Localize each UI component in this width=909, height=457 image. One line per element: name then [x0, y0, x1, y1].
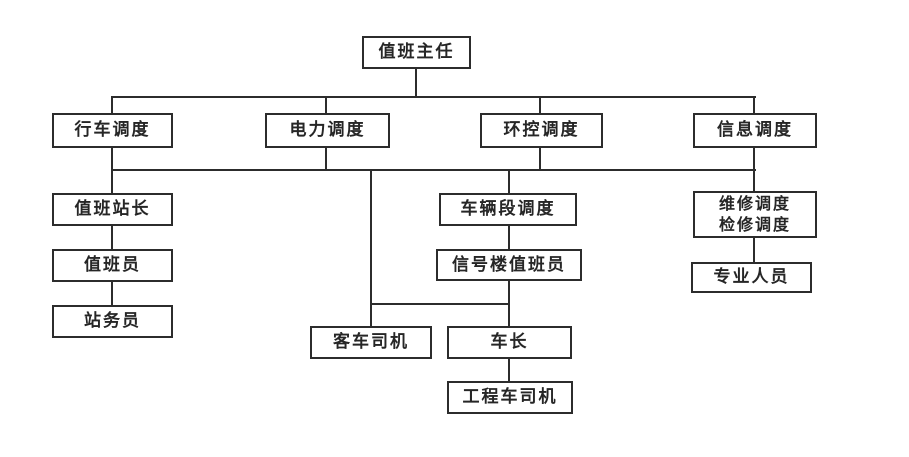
connector-drop-train-dispatch [111, 96, 113, 114]
node-engineering-train-driver: 工程车司机 [447, 381, 573, 414]
node-duty-director: 值班主任 [362, 36, 471, 69]
connector-train-to-stationmaster [111, 146, 113, 195]
connector-dutyofficer-to-attendant [111, 280, 113, 307]
node-info-dispatch: 信息调度 [693, 113, 817, 148]
connector-bus-to-passengerdriver [370, 303, 372, 328]
node-station-attendant: 站务员 [52, 305, 173, 338]
node-train-captain: 车长 [447, 326, 572, 359]
connector-drop-power-dispatch [325, 96, 327, 114]
connector-info-to-maint [753, 146, 755, 193]
node-signal-tower-duty: 信号楼值班员 [436, 249, 582, 281]
node-duty-stationmaster: 值班站长 [52, 193, 173, 226]
connector-bus-long-drop [370, 169, 372, 305]
node-train-dispatch: 行车调度 [52, 113, 173, 148]
connector-depot-to-signaltower [508, 224, 510, 251]
node-depot-dispatch: 车辆段调度 [439, 193, 577, 226]
node-envcontrol-dispatch: 环控调度 [480, 113, 603, 148]
connector-top-bus [112, 96, 756, 98]
connector-power-to-bus [325, 146, 327, 171]
node-duty-officer: 值班员 [52, 249, 173, 282]
connector-root-stem [415, 68, 417, 98]
connector-maint-to-professional [753, 236, 755, 264]
connector-bottom-bus [370, 303, 510, 305]
connector-drop-envctrl-dispatch [539, 96, 541, 114]
connector-envctrl-to-bus [539, 146, 541, 171]
connector-captain-to-engineering [508, 357, 510, 383]
node-professional-staff: 专业人员 [691, 262, 812, 293]
node-power-dispatch: 电力调度 [265, 113, 390, 148]
connector-stationmaster-to-dutyofficer [111, 224, 113, 251]
connector-mid-bus [112, 169, 756, 171]
connector-bus-to-depot [508, 169, 510, 195]
node-passenger-train-driver: 客车司机 [310, 326, 432, 359]
connector-drop-info-dispatch [753, 96, 755, 114]
node-maintenance-dispatch: 维修调度 检修调度 [693, 191, 817, 238]
